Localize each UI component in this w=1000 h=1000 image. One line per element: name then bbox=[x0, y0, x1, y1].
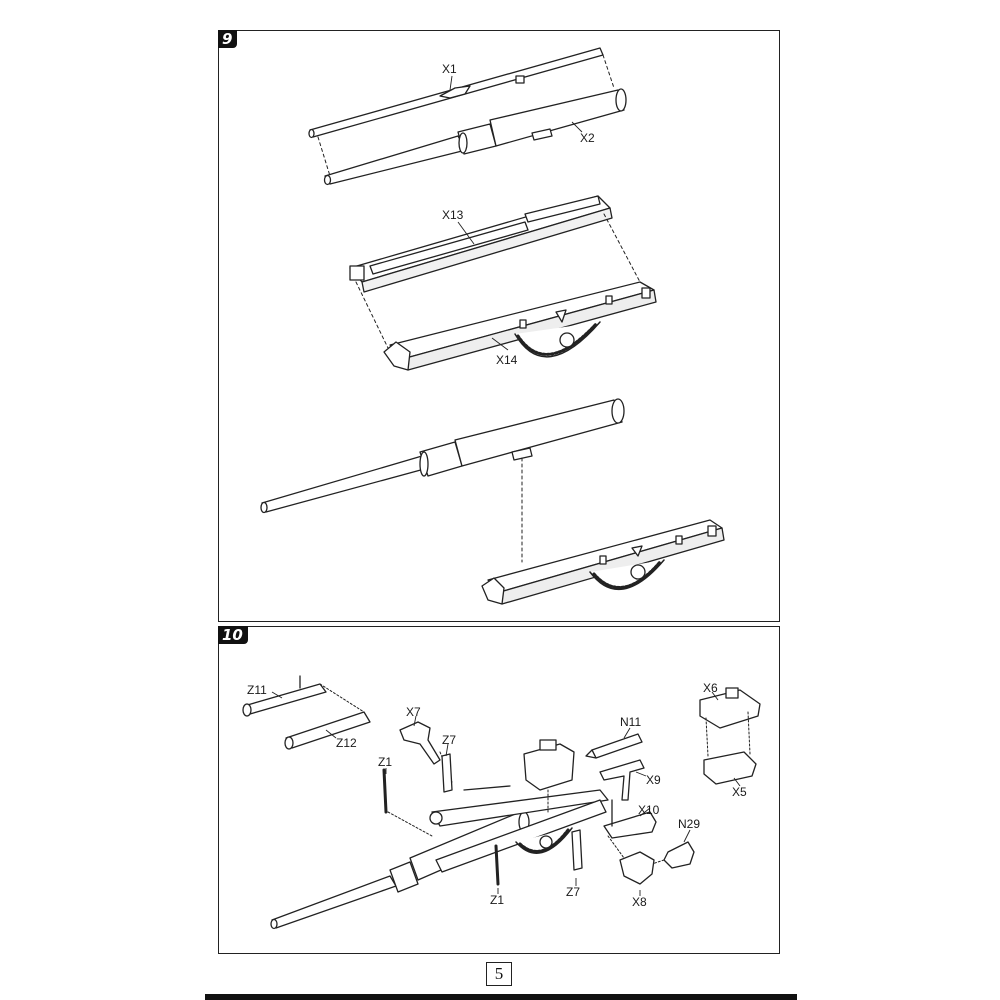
page-number: 5 bbox=[486, 962, 512, 986]
bottom-rule bbox=[205, 994, 797, 1000]
step-10-panel: 10 bbox=[218, 626, 780, 954]
step-9-panel: 9 bbox=[218, 30, 780, 622]
step-10-badge: 10 bbox=[218, 626, 248, 644]
step-9-badge: 9 bbox=[218, 30, 238, 48]
